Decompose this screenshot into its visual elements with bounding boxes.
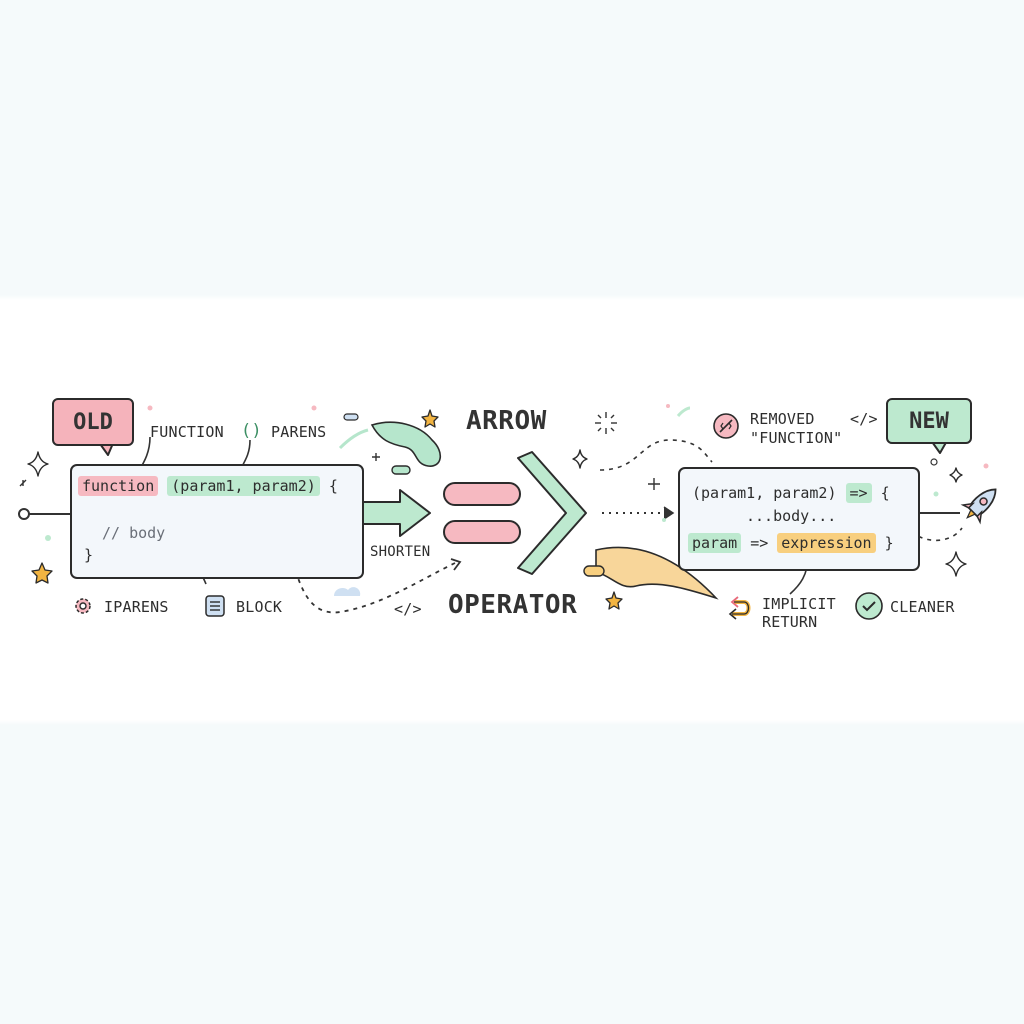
blue-pill-small [343,413,359,421]
small-cloud [334,587,361,596]
star-3 [605,591,623,610]
dot-2 [311,405,317,411]
star-1 [31,562,53,584]
star-2 [421,409,439,428]
old-badge: OLD [52,398,134,446]
plus-mark-1 [19,479,27,487]
dot-4 [930,458,938,466]
operator-title: OPERATOR [448,590,578,620]
old-close-brace: } [84,546,94,564]
shorten-label: SHORTEN [370,544,431,560]
code-icon-right: </> [850,410,878,428]
dot-5 [933,491,939,497]
parens-label: PARENS [271,423,327,441]
removed-label-line2: "FUNCTION" [750,429,843,447]
new-code-line-3: param => expression } [688,533,894,553]
yellow-swoosh [595,546,719,600]
iparens-label: IPARENS [104,598,169,616]
arrow-title: ARROW [466,406,547,436]
yellow-pill [583,565,605,577]
sparkle-1 [27,451,49,477]
sparkle-2 [572,449,588,469]
parens-icon: () [241,421,262,441]
removed-label-line1: REMOVED [750,410,815,428]
old-body-comment: // body [102,524,166,542]
new-params: (param1, param2) [692,484,837,502]
code-icon-left: </> [394,600,422,618]
old-open-brace: { [328,477,338,495]
equals-bar-bottom [443,520,521,544]
dot-8 [666,404,670,408]
gear-icon [72,595,94,617]
shorten-arrow [359,489,431,537]
check-icon [854,591,884,621]
new-body: ...body... [746,507,837,525]
new-code-line-1: (param1, param2) => { [692,483,890,503]
old-code-box: function (param1, param2) { // body } [70,464,364,579]
function-keyword: function [78,476,159,496]
dot-7 [662,518,666,522]
dot-6 [983,463,989,469]
dotted-arrowhead [663,506,675,520]
new-top-dashed [599,439,713,471]
burst-mark [595,412,617,434]
left-connector-node [18,508,30,520]
new-close-brace: } [884,534,894,552]
cleaner-label: CLEANER [890,598,955,616]
new-badge: NEW [886,398,972,444]
single-param-chip: param [688,533,742,553]
old-badge-text: OLD [73,409,113,435]
new-open-brace: { [880,484,890,502]
sparkle-4 [949,467,963,483]
implicit-label-line1: IMPLICIT [762,595,836,613]
block-label: BLOCK [236,598,283,616]
new-badge-text: NEW [909,408,949,434]
implicit-label-line2: RETURN [762,613,818,631]
old-params: (param1, param2) [167,476,320,496]
green-splash [370,421,441,467]
plus-mark-2 [372,453,380,461]
block-icon [204,594,226,618]
dot-1 [45,535,51,541]
implicit-return-icon [724,594,754,624]
rocket-icon [960,488,997,525]
expression-chip: expression [777,533,876,553]
greater-than-chevron [517,451,587,575]
removed-icon [712,412,740,440]
mini-swoosh [676,406,691,417]
new-arrow-2: => [750,534,769,552]
equals-bar-top [443,482,521,506]
dashed-arrowhead-left [450,558,462,571]
green-pill-small [391,465,411,475]
new-arrow-chip: => [845,483,872,503]
sparkle-3 [945,551,967,577]
plus-mark-3 [648,478,660,490]
new-code-box: (param1, param2) => { ...body... param =… [678,467,920,571]
function-label: FUNCTION [150,423,224,441]
green-splash-tail [338,428,369,450]
dot-3 [147,405,153,411]
old-code-line-1: function (param1, param2) { [78,476,338,496]
